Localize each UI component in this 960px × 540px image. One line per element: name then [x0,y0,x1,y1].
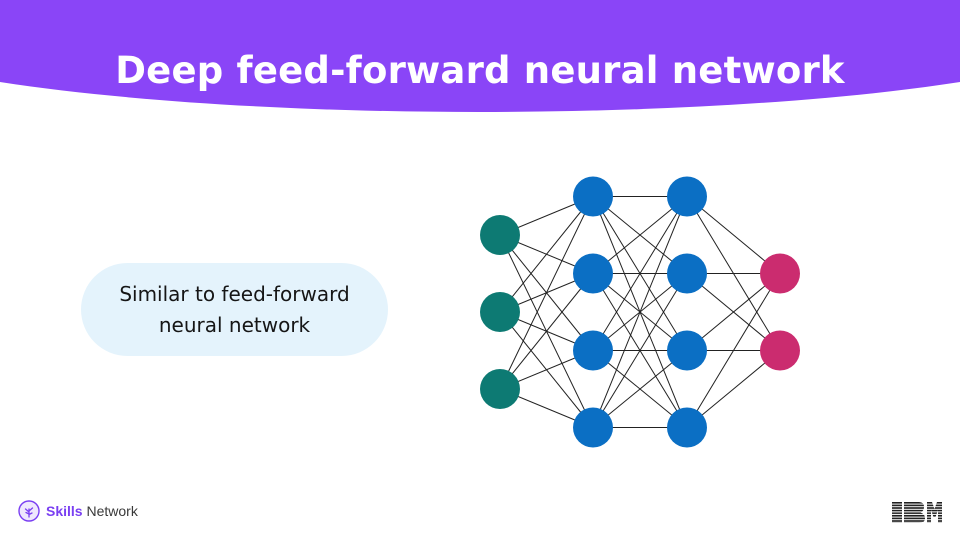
edge-l1n3-l2n2 [499,273,594,390]
hidden-node-2-3 [573,330,613,371]
skills-network-leaf-icon [18,500,40,522]
header-banner [0,0,960,112]
input-node-1-2 [480,292,520,332]
slide-title: Deep feed-forward neural network [115,49,845,92]
network-nodes [480,176,800,448]
edge-l2n4-l3n3 [592,350,688,428]
network-edges [499,196,781,428]
output-node-4-1 [760,253,800,294]
brand-name: Skills Network [46,503,138,519]
input-node-1-3 [480,369,520,409]
edge-l3n3-l4n1 [686,273,781,351]
edge-l2n2-l3n1 [592,196,688,274]
edge-l1n2-l2n1 [499,196,594,313]
hidden-node-3-4 [667,407,707,448]
ibm-logo [892,502,942,523]
brand-name-rest: Network [82,503,138,519]
brand-name-bold: Skills [46,503,83,519]
hidden-node-2-2 [573,253,613,294]
hidden-node-2-1 [573,176,613,217]
edge-l3n1-l4n1 [686,196,781,274]
edge-l1n3-l2n1 [499,196,594,390]
output-node-4-2 [760,330,800,371]
edge-l2n4-l3n2 [592,273,688,428]
callout-text: Similar to feed-forward neural network [119,281,350,337]
edge-l2n3-l3n1 [592,196,688,351]
edge-l3n4-l4n1 [686,273,781,428]
edge-l3n4-l4n2 [686,350,781,428]
hidden-node-3-2 [667,253,707,294]
edge-l2n4-l3n1 [592,196,688,428]
input-node-1-1 [480,215,520,255]
hidden-node-2-4 [573,407,613,448]
callout-bubble: Similar to feed-forward neural network [81,263,388,356]
skills-network-brand: Skills Network [18,499,138,523]
hidden-node-3-1 [667,176,707,217]
hidden-node-3-3 [667,330,707,371]
